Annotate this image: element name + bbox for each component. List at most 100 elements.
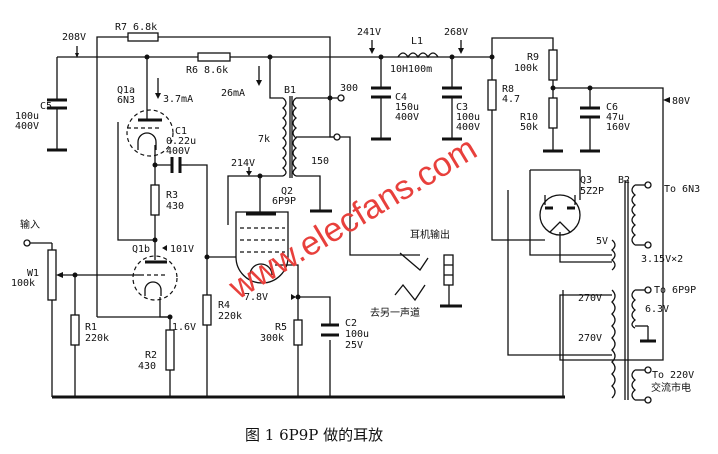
- label-q2-type: 6P9P: [272, 196, 296, 207]
- label-q2: Q2: [281, 186, 293, 197]
- label-r2-val: 430: [138, 361, 156, 372]
- label-c5: C5: [40, 101, 52, 112]
- label-r6: R6 8.6k: [186, 65, 228, 76]
- resistor-r1: [70, 314, 80, 346]
- resistor-r8: [487, 79, 497, 111]
- transformer-b1: [281, 96, 298, 178]
- label-c3-val: 100u: [456, 112, 480, 123]
- potentiometer-w1: [47, 249, 57, 301]
- label-c4: C4: [395, 92, 407, 103]
- label-w1: W1: [27, 268, 39, 279]
- label-c1: C1: [175, 126, 187, 137]
- label-q3-type: 5Z2P: [580, 186, 604, 197]
- tube-q3: [539, 194, 581, 236]
- label-w1-val: 100k: [11, 278, 35, 289]
- label-c2-val: 100u: [345, 329, 369, 340]
- label-l1-val: 10H100m: [390, 64, 432, 75]
- label-r5-val: 300k: [260, 333, 284, 344]
- label-r9: R9: [527, 52, 539, 63]
- label-r10: R10: [520, 112, 538, 123]
- label-r5: R5: [275, 322, 287, 333]
- tube-q2: [235, 211, 289, 284]
- resistor-r6: [197, 52, 231, 62]
- label-3-15v: 3.15V×2: [641, 254, 683, 265]
- label-r9-val: 100k: [514, 63, 538, 74]
- label-c2: C2: [345, 318, 357, 329]
- label-r8-val: 4.7: [502, 94, 520, 105]
- label-80v: 80V: [672, 96, 690, 107]
- capacitors: [47, 86, 600, 337]
- label-c2-voltage: 25V: [345, 340, 363, 351]
- label-268v: 268V: [444, 27, 468, 38]
- terminals[interactable]: [23, 94, 652, 404]
- labels: R7 6.8k 208V R6 8.6k Q1a 6N3 3.7mA 26mA …: [11, 22, 700, 394]
- label-208v: 208V: [62, 32, 86, 43]
- junctions: [72, 54, 593, 320]
- label-c1-val: 0.22u: [166, 136, 196, 147]
- wiper-arrow-icon: [56, 272, 63, 278]
- label-214v: 214V: [231, 158, 255, 169]
- inductor-l1: [397, 52, 439, 59]
- label-l1: L1: [411, 36, 423, 47]
- label-to-6n3: To 6N3: [664, 184, 700, 195]
- label-241v: 241V: [357, 27, 381, 38]
- label-q1a: Q1a: [117, 85, 135, 96]
- tube-q1b: [132, 255, 178, 301]
- label-270v-b: 270V: [578, 333, 602, 344]
- label-c5-voltage: 400V: [15, 121, 39, 132]
- label-7k: 7k: [258, 134, 270, 145]
- resistors: [47, 32, 558, 371]
- label-c4-voltage: 400V: [395, 112, 419, 123]
- label-q1a-type: 6N3: [117, 95, 135, 106]
- label-r8: R8: [502, 84, 514, 95]
- label-1-6v: 1.6V: [172, 322, 196, 333]
- label-c4-val: 150u: [395, 102, 419, 113]
- resistor-r5: [293, 319, 303, 346]
- label-q1b: Q1b: [132, 244, 150, 255]
- label-r1-val: 220k: [85, 333, 109, 344]
- label-c1-voltage: 400V: [166, 146, 190, 157]
- label-150: 150: [311, 156, 329, 167]
- tube-q1a: [126, 109, 174, 157]
- wires: [51, 36, 664, 397]
- label-other-channel: 去另一声道: [370, 306, 420, 319]
- figure-caption: 图 1 6P9P 做的耳放: [245, 426, 383, 444]
- label-b2: B2: [618, 175, 630, 186]
- label-300: 300: [340, 83, 358, 94]
- label-r7: R7 6.8k: [115, 22, 157, 33]
- label-6-3v: 6.3V: [645, 304, 669, 315]
- label-c3: C3: [456, 102, 468, 113]
- label-7-8v: 7.8V: [244, 292, 268, 303]
- label-r3-val: 430: [166, 201, 184, 212]
- label-r10-val: 50k: [520, 122, 538, 133]
- label-c5-val: 100u: [15, 111, 39, 122]
- label-input: 输入: [20, 218, 40, 231]
- label-c6: C6: [606, 102, 618, 113]
- resistor-r7: [127, 32, 159, 42]
- resistor-r9: [548, 49, 558, 81]
- label-q3: Q3: [580, 175, 592, 186]
- label-c6-val: 47u: [606, 112, 624, 123]
- label-to-6p9p: To 6P9P: [654, 285, 696, 296]
- label-to-220v: To 220V: [652, 370, 694, 381]
- label-r3: R3: [166, 190, 178, 201]
- resistor-r10: [548, 97, 558, 129]
- resistor-r2: [165, 329, 175, 371]
- resistor-r4: [202, 294, 212, 326]
- label-101v: 101V: [170, 244, 194, 255]
- label-3-7ma: 3.7mA: [163, 94, 193, 105]
- label-mains: 交流市电: [651, 381, 691, 394]
- label-r2: R2: [145, 350, 157, 361]
- label-r4: R4: [218, 300, 230, 311]
- label-26ma: 26mA: [221, 88, 245, 99]
- label-r1: R1: [85, 322, 97, 333]
- label-c6-voltage: 160V: [606, 122, 630, 133]
- label-r4-val: 220k: [218, 311, 242, 322]
- voltage-arrows: [75, 40, 670, 300]
- transformer-b2: [610, 180, 649, 401]
- headphone-jack: [394, 252, 454, 305]
- label-270v-a: 270V: [578, 293, 602, 304]
- label-c3-voltage: 400V: [456, 122, 480, 133]
